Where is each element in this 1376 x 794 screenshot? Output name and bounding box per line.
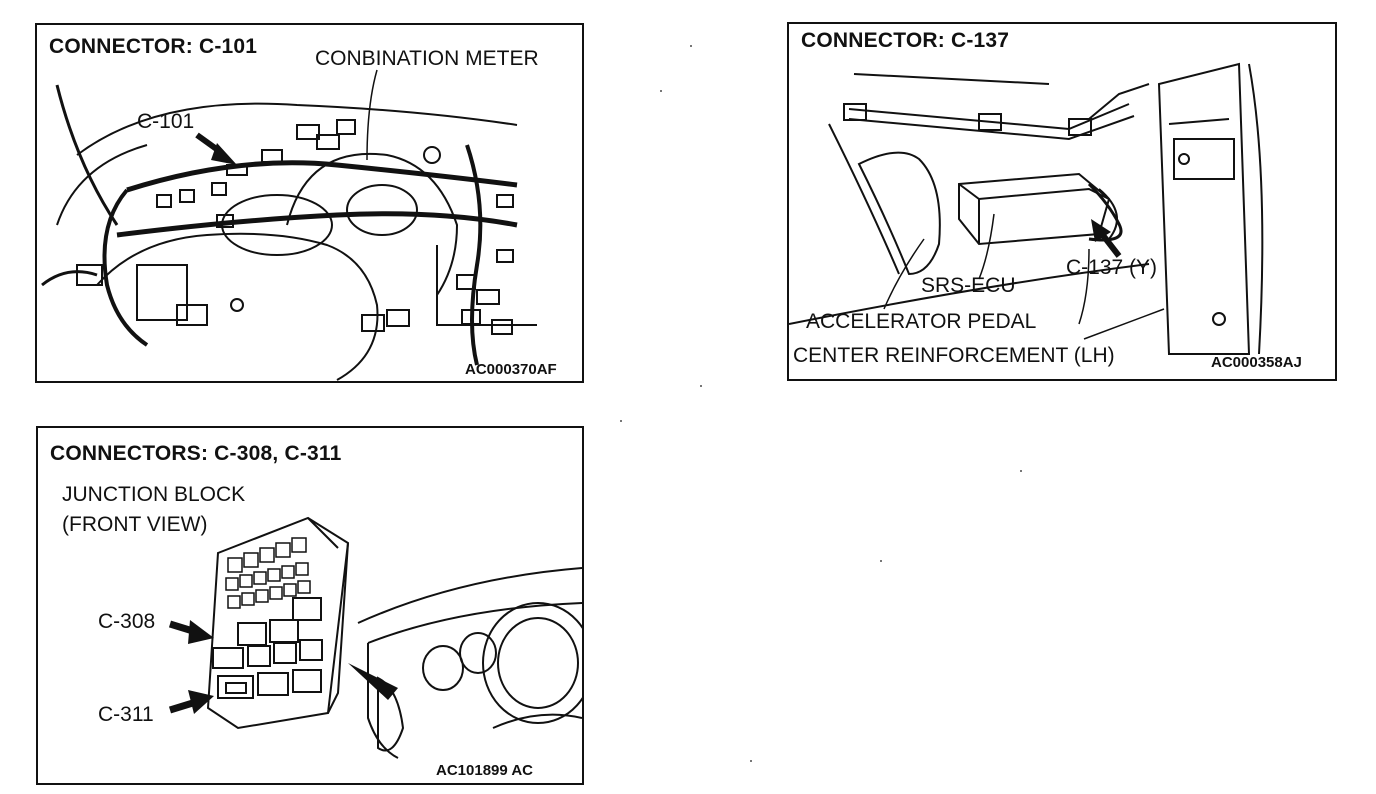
label-center-reinforcement: CENTER REINFORCEMENT (LH) bbox=[793, 344, 1115, 367]
label-connector-c311: C-311 bbox=[98, 703, 154, 726]
label-connector-c137: C-137 (Y) bbox=[1066, 256, 1158, 279]
scan-speck bbox=[690, 45, 692, 47]
panel-connectors-c308-c311: CONNECTORS: C-308, C-311 JUNCTION BLOCK … bbox=[36, 426, 584, 785]
panel-title: CONNECTOR: C-101 bbox=[49, 35, 258, 58]
label-junction-block: JUNCTION BLOCK bbox=[62, 483, 246, 506]
label-connector-c308: C-308 bbox=[98, 610, 156, 633]
panel-connector-c101: CONNECTOR: C-101 CONBINATION METER C-101… bbox=[35, 23, 584, 383]
scan-speck bbox=[1020, 470, 1022, 472]
arrow-c308 bbox=[168, 620, 214, 644]
arrow-location-pointer bbox=[348, 663, 398, 700]
panel-title: CONNECTOR: C-137 bbox=[801, 29, 1010, 52]
ecu-area-illustration bbox=[789, 62, 1264, 355]
scan-speck bbox=[620, 420, 622, 422]
scan-speck bbox=[700, 385, 702, 387]
label-connector-c101: C-101 bbox=[137, 110, 195, 133]
panel-title: CONNECTORS: C-308, C-311 bbox=[50, 442, 342, 465]
figure-code: AC000370AF bbox=[465, 361, 557, 378]
label-srs-ecu: SRS-ECU bbox=[921, 274, 1016, 297]
label-front-view: (FRONT VIEW) bbox=[62, 513, 208, 536]
figure-code: AC101899 AC bbox=[436, 762, 533, 779]
arrow-c137 bbox=[1091, 219, 1122, 258]
label-combination-meter: CONBINATION METER bbox=[315, 47, 539, 70]
arrow-c101 bbox=[195, 132, 237, 165]
dashboard-harness-illustration bbox=[41, 69, 537, 381]
figure-code: AC000358AJ bbox=[1211, 354, 1302, 371]
arrow-c311 bbox=[168, 690, 214, 714]
scan-speck bbox=[880, 560, 882, 562]
label-accelerator-pedal: ACCELERATOR PEDAL bbox=[806, 310, 1037, 333]
scan-speck bbox=[750, 760, 752, 762]
panel-connector-c137: CONNECTOR: C-137 C-137 (Y) SRS-ECU ACCEL… bbox=[787, 22, 1337, 381]
junction-block-illustration bbox=[168, 516, 582, 759]
scan-speck bbox=[660, 90, 662, 92]
